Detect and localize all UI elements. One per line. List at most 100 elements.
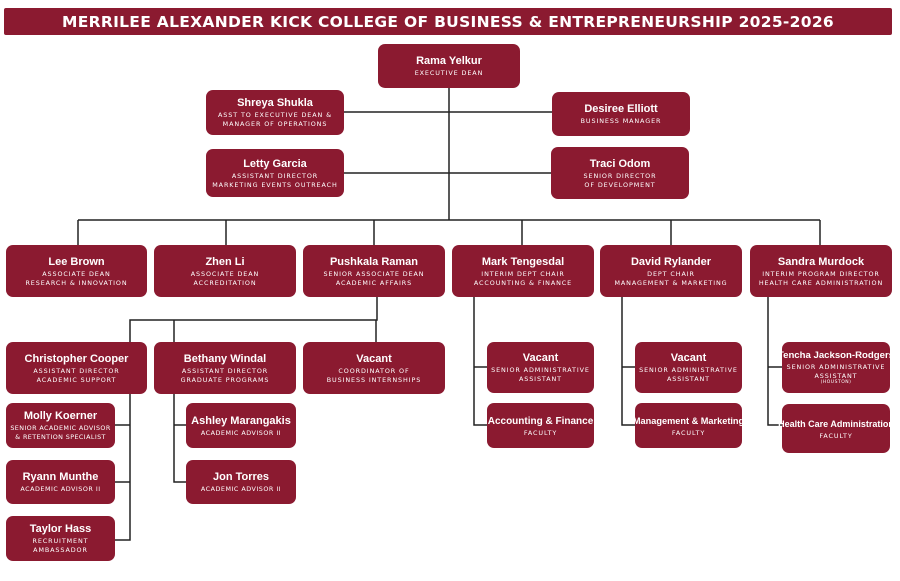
node-pushkala-raman: Pushkala Raman Senior Associate Dean Aca… (303, 245, 445, 297)
node-title: Research & Innovation (25, 278, 128, 287)
node-accounting-finance-faculty: Accounting & Finance Faculty (487, 403, 594, 448)
node-desiree-elliott: Desiree Elliott Business Manager (552, 92, 690, 136)
node-title: Assistant Director (33, 366, 120, 375)
node-zhen-li: Zhen Li Associate Dean Accreditation (154, 245, 296, 297)
node-title: Faculty (819, 431, 853, 440)
node-mark-tengesdal: Mark Tengesdal Interim Dept Chair Accoun… (452, 245, 594, 297)
node-title: Executive Dean (414, 69, 484, 77)
node-letty-garcia: Letty Garcia Assistant Director Marketin… (206, 149, 344, 197)
node-name: Desiree Elliott (584, 103, 658, 115)
node-title: Senior Administrative (491, 366, 590, 374)
node-sandra-murdock: Sandra Murdock Interim Program Director … (750, 245, 892, 297)
node-title: Accreditation (193, 278, 257, 287)
node-title: Health Care Administration (758, 278, 884, 287)
node-title: Academic Support (36, 375, 117, 384)
node-molly-koerner: Molly Koerner Senior Academic Advisor & … (6, 403, 115, 448)
node-shreya-shukla: Shreya Shukla Asst to Executive Dean & M… (206, 90, 344, 135)
node-title: Dept Chair (647, 269, 695, 278)
connector-line (173, 394, 186, 483)
node-title: Senior Administrative (786, 363, 886, 371)
node-lee-brown: Lee Brown Associate Dean Research & Inno… (6, 245, 147, 297)
node-title: Senior Director (583, 171, 657, 180)
node-name: Christopher Cooper (24, 352, 129, 365)
node-title: & Retention Specialist (15, 433, 106, 441)
node-traci-odom: Traci Odom Senior Director of Developmen… (551, 147, 689, 199)
node-management-marketing-faculty: Management & Marketing Faculty (632, 403, 745, 448)
node-name: Ashley Marangakis (191, 414, 291, 427)
node-name: Vacant (522, 352, 559, 364)
node-title: Assistant Director (231, 171, 319, 180)
node-location: (Houston) (820, 380, 852, 385)
connector-line (621, 297, 635, 426)
node-title: Ambassador (33, 546, 88, 554)
node-name: Pushkala Raman (329, 255, 419, 268)
node-name: Health Care Administration (778, 418, 894, 429)
node-title: Asst to Executive Dean & (218, 111, 332, 119)
node-name: Rama Yelkur (416, 55, 482, 67)
node-title: Faculty (671, 428, 706, 437)
node-david-rylander: David Rylander Dept Chair Management & M… (600, 245, 742, 297)
connector-line (473, 297, 487, 426)
node-christopher-cooper: Christopher Cooper Assistant Director Ac… (6, 342, 147, 394)
node-name: Jon Torres (212, 471, 270, 483)
node-title: Associate Dean (42, 269, 111, 278)
node-title: Accounting & Finance (473, 278, 573, 287)
node-title: Manager of Operations (222, 120, 328, 128)
node-title: Coordinator of (338, 366, 410, 375)
node-title: Management & Marketing (614, 278, 728, 287)
node-name: Molly Koerner (23, 410, 98, 422)
chart-title: MERRILEE ALEXANDER KICK COLLEGE OF BUSIN… (61, 12, 834, 31)
node-title: Academic Affairs (335, 278, 413, 287)
node-ashley-marangakis: Ashley Marangakis Academic Advisor II (186, 403, 296, 448)
node-tencha-jackson-rodgers: Tencha Jackson-Rodgers Senior Administra… (778, 342, 894, 393)
node-health-care-admin-faculty: Health Care Administration Faculty (778, 404, 894, 453)
node-name: Taylor Hass (29, 523, 92, 535)
connector-line (767, 297, 782, 426)
node-name: Bethany Windal (183, 352, 267, 365)
node-title: Senior Associate Dean (323, 269, 425, 278)
node-name: Vacant (670, 352, 707, 364)
node-ryann-munthe: Ryann Munthe Academic Advisor II (6, 460, 115, 504)
node-title: Business Internships (326, 375, 422, 384)
node-name: Zhen Li (205, 255, 245, 268)
node-title: Interim Program Director (762, 269, 880, 278)
node-name: Mark Tengesdal (481, 255, 565, 268)
node-title: Faculty (523, 428, 558, 437)
node-title: Assistant Director (181, 366, 269, 375)
node-taylor-hass: Taylor Hass Recruitment Ambassador (6, 516, 115, 561)
node-title: Recruitment (32, 537, 89, 545)
node-title: of Development (584, 180, 656, 189)
node-name: Vacant (356, 352, 392, 365)
node-name: Traci Odom (589, 157, 651, 170)
node-title: Academic Advisor II (20, 485, 101, 493)
node-name: Ryann Munthe (22, 471, 99, 483)
node-title: Interim Dept Chair (481, 269, 565, 278)
node-vacant-coordinator: Vacant Coordinator of Business Internshi… (303, 342, 445, 394)
node-title: Assistant (814, 372, 858, 380)
node-title: Assistant (519, 375, 562, 383)
node-name: Accounting & Finance (487, 415, 594, 427)
node-title: Senior Academic Advisor (10, 424, 111, 432)
node-rama-yelkur: Rama Yelkur Executive Dean (378, 44, 520, 88)
connector-line (115, 394, 131, 541)
node-name: Tencha Jackson-Rodgers (777, 350, 895, 361)
node-name: David Rylander (630, 255, 712, 268)
node-name: Shreya Shukla (237, 97, 313, 109)
node-title: Marketing Events Outreach (212, 180, 338, 189)
node-title: Associate Dean (190, 269, 260, 278)
node-bethany-windal: Bethany Windal Assistant Director Gradua… (154, 342, 296, 394)
node-vacant-af-assistant: Vacant Senior Administrative Assistant (487, 342, 594, 393)
node-name: Letty Garcia (243, 157, 307, 170)
node-title: Academic Advisor II (200, 428, 282, 437)
node-title: Business Manager (580, 117, 662, 125)
node-vacant-mm-assistant: Vacant Senior Administrative Assistant (635, 342, 742, 393)
node-name: Sandra Murdock (777, 255, 865, 268)
node-title: Senior Administrative (639, 366, 738, 374)
connector-line (129, 297, 378, 342)
node-name: Management & Marketing (632, 415, 745, 426)
node-name: Lee Brown (48, 255, 105, 268)
node-title: Academic Advisor II (200, 485, 282, 493)
node-jon-torres: Jon Torres Academic Advisor II (186, 460, 296, 504)
title-banner: MERRILEE ALEXANDER KICK COLLEGE OF BUSIN… (4, 8, 892, 35)
